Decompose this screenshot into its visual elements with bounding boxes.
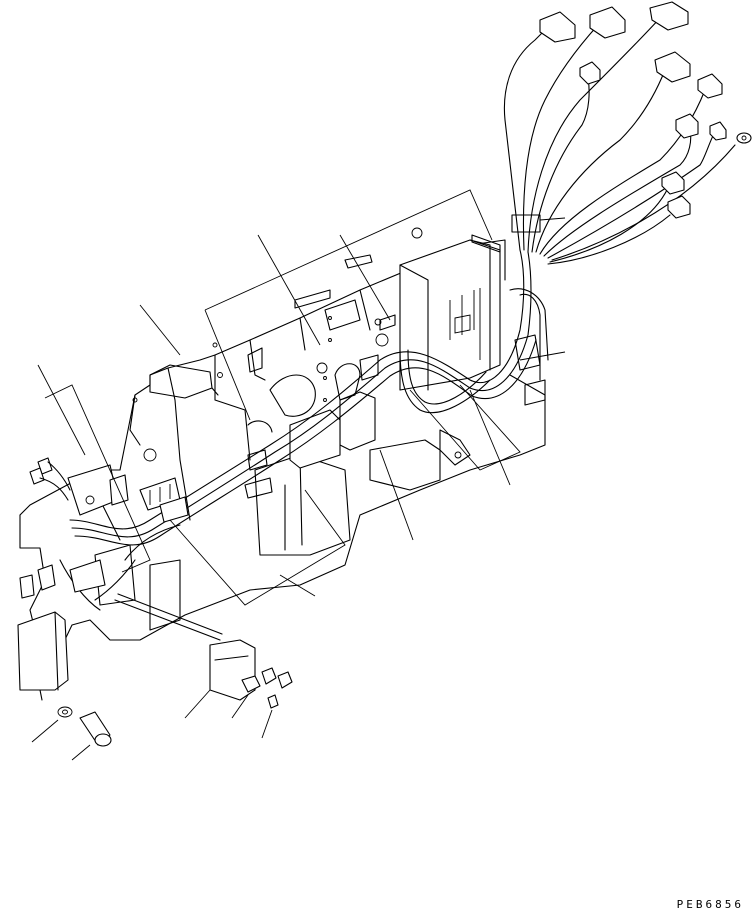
upper-right-harness-branches [503,17,736,265]
left-connector-cluster [19,334,546,599]
controller-box-right [399,234,501,391]
bottom-bracket-hardware [57,639,293,747]
callout-frames [44,189,521,606]
leader-lines [31,217,566,761]
lower-block-assembly [17,391,441,701]
bracket-upper-left [149,364,219,399]
drawing-code: PEB6856 [676,898,744,911]
mid-brackets [132,227,471,466]
top-connectors [539,1,752,219]
